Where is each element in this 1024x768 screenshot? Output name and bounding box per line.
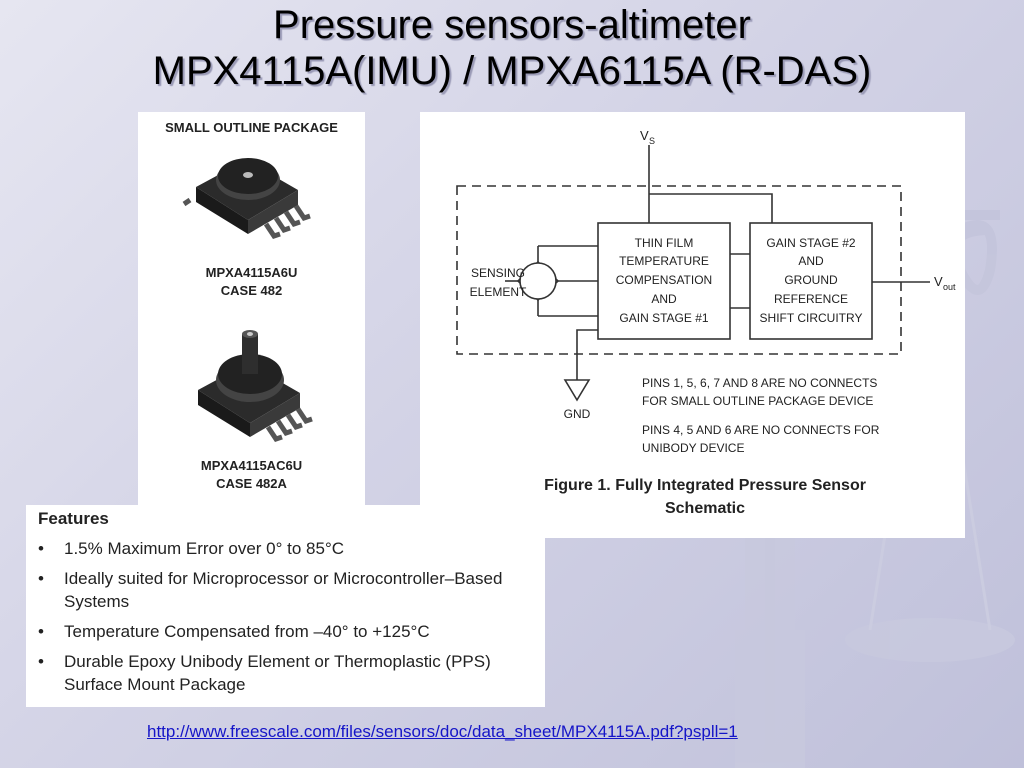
feature-item: • Ideally suited for Microprocessor or M… bbox=[26, 567, 545, 613]
note2-line-1: PINS 4, 5 AND 6 ARE NO CONNECTS FOR bbox=[642, 423, 880, 437]
part2-name: MPXA4115AC6U bbox=[200, 458, 303, 473]
slide-title-line-1: Pressure sensors-altimeter bbox=[273, 3, 751, 47]
features-title: Features bbox=[38, 509, 109, 528]
bullet-icon: • bbox=[38, 569, 44, 588]
features-list: • 1.5% Maximum Error over 0° to 85°C • I… bbox=[26, 537, 545, 703]
vout-label: V bbox=[934, 274, 943, 289]
note1-line-2: FOR SMALL OUTLINE PACKAGE DEVICE bbox=[642, 394, 873, 408]
vs-sub: S bbox=[649, 136, 655, 146]
figure-caption-line-1: Figure 1. Fully Integrated Pressure Sens… bbox=[544, 477, 866, 494]
gain2-line-2: AND bbox=[798, 254, 824, 268]
ground-symbol bbox=[563, 379, 591, 402]
part1-label: MPXA4115A6U CASE 482 bbox=[138, 264, 365, 300]
package-heading: SMALL OUTLINE PACKAGE bbox=[165, 120, 338, 135]
schematic-diagram: V S V out GND SENSING ELEMENT THIN FILM … bbox=[456, 128, 956, 455]
slide-title: Pressure sensors-altimeter MPX4115A(IMU)… bbox=[0, 2, 1024, 94]
datasheet-link[interactable]: http://www.freescale.com/files/sensors/d… bbox=[147, 722, 738, 741]
bullet-icon: • bbox=[38, 622, 44, 641]
note1-line-1: PINS 1, 5, 6, 7 AND 8 ARE NO CONNECTS bbox=[642, 376, 877, 390]
sensing-element-line-2: ELEMENT bbox=[470, 285, 527, 299]
chip-482-icon bbox=[182, 158, 311, 239]
gain2-line-1: GAIN STAGE #2 bbox=[766, 236, 855, 250]
features-panel: Features • 1.5% Maximum Error over 0° to… bbox=[26, 505, 545, 707]
enclosure-boundary bbox=[456, 185, 902, 355]
part1-name: MPXA4115A6U bbox=[205, 265, 298, 280]
thin-film-line-5: GAIN STAGE #1 bbox=[619, 311, 708, 325]
figure-caption: Figure 1. Fully Integrated Pressure Sens… bbox=[480, 474, 930, 520]
gain-stage2-box bbox=[749, 222, 873, 340]
gain2-line-3: GROUND bbox=[784, 273, 838, 287]
feature-text: Durable Epoxy Unibody Element or Thermop… bbox=[64, 652, 491, 694]
figure-caption-line-2: Schematic bbox=[664, 500, 746, 517]
schematic-panel: V S V out GND SENSING ELEMENT THIN FILM … bbox=[420, 112, 965, 538]
vs-label: V bbox=[640, 128, 649, 143]
thin-film-line-3: COMPENSATION bbox=[616, 273, 712, 287]
bullet-icon: • bbox=[38, 539, 44, 558]
part1-case: CASE 482 bbox=[220, 283, 283, 298]
slide-title-line-2: MPX4115A(IMU) / MPXA6115A (R-DAS) bbox=[152, 49, 872, 93]
sensing-element-line-1: SENSING bbox=[471, 266, 525, 280]
chip-482a-icon bbox=[198, 330, 313, 442]
package-illustrations bbox=[182, 158, 313, 442]
gain2-line-5: SHIFT CIRCUITRY bbox=[760, 311, 863, 325]
vout-sub: out bbox=[943, 282, 956, 292]
thin-film-line-4: AND bbox=[651, 292, 677, 306]
feature-item: • 1.5% Maximum Error over 0° to 85°C bbox=[26, 537, 545, 560]
package-panel: SMALL OUTLINE PACKAGE bbox=[138, 112, 365, 510]
bullet-icon: • bbox=[38, 652, 44, 671]
gnd-label: GND bbox=[564, 407, 591, 421]
feature-text: 1.5% Maximum Error over 0° to 85°C bbox=[64, 539, 345, 558]
part2-case: CASE 482A bbox=[216, 476, 287, 491]
feature-item: • Temperature Compensated from –40° to +… bbox=[26, 620, 545, 643]
gain2-line-4: REFERENCE bbox=[774, 292, 848, 306]
feature-text: Ideally suited for Microprocessor or Mic… bbox=[64, 569, 503, 611]
thin-film-line-2: TEMPERATURE bbox=[619, 254, 709, 268]
thin-film-line-1: THIN FILM bbox=[635, 236, 694, 250]
part2-label: MPXA4115AC6U CASE 482A bbox=[138, 457, 365, 493]
sensing-element-bridge bbox=[519, 262, 557, 300]
note2-line-2: UNIBODY DEVICE bbox=[642, 441, 744, 455]
feature-text: Temperature Compensated from –40° to +12… bbox=[64, 622, 430, 641]
feature-item: • Durable Epoxy Unibody Element or Therm… bbox=[26, 650, 545, 696]
